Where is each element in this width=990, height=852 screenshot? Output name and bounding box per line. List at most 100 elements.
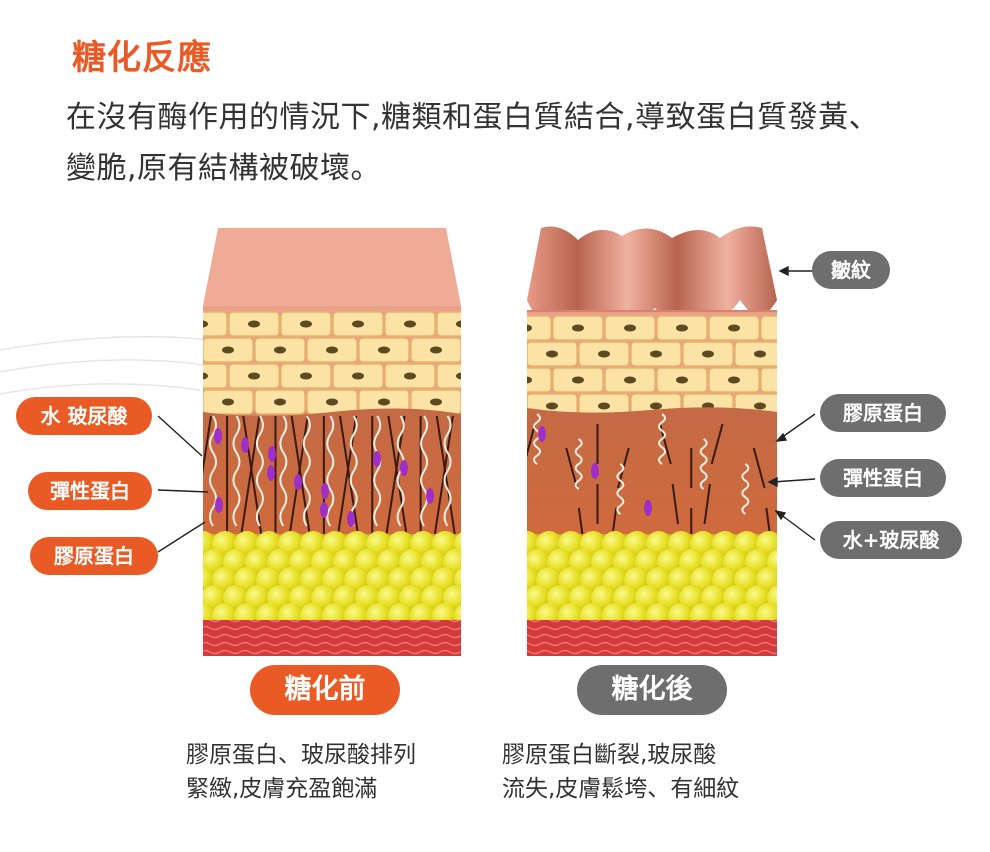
cell-nucleus xyxy=(203,372,208,380)
collagen-fiber xyxy=(387,415,408,535)
right-pointer-arrows xyxy=(767,265,816,541)
elastin-fiber xyxy=(533,413,541,465)
cell-nucleus xyxy=(274,346,286,354)
elastin-fiber xyxy=(302,415,311,527)
cell-nucleus xyxy=(572,324,584,332)
cell-nucleus xyxy=(430,398,442,406)
collagen-fibers xyxy=(203,415,456,535)
hyaluronic-acid-molecule xyxy=(644,500,652,516)
broken-collagen-fiber xyxy=(752,447,766,489)
fat-cells xyxy=(203,531,461,629)
cell-nucleus xyxy=(572,376,584,384)
wrinkled-surface xyxy=(527,226,777,325)
cell-nucleus xyxy=(203,320,208,328)
elastin-fiber xyxy=(349,415,358,527)
hyaluronic-acid-molecule xyxy=(321,483,329,499)
elastin-fiber xyxy=(741,463,750,515)
epidermal-cell xyxy=(760,367,777,393)
cell-nucleus xyxy=(326,398,338,406)
label-elastin-after: 彈性蛋白 xyxy=(820,459,946,497)
cell-nucleus xyxy=(624,376,636,384)
cell-nucleus xyxy=(676,324,688,332)
cell-nucleus xyxy=(598,350,610,358)
cell-nucleus xyxy=(527,376,532,384)
skin-block-before xyxy=(203,228,461,656)
elastin-fiber xyxy=(255,415,264,527)
label-water-ha-after: 水+玻尿酸 xyxy=(820,521,962,559)
cell-nucleus xyxy=(430,346,442,354)
cell-nucleus xyxy=(456,320,461,328)
epidermal-cell xyxy=(527,315,552,341)
cell-nucleus xyxy=(456,372,461,380)
cell-nucleus xyxy=(300,372,312,380)
cell-nucleus xyxy=(624,324,636,332)
cell-nucleus xyxy=(546,402,558,410)
cell-nucleus xyxy=(222,346,234,354)
muscle-layer-after xyxy=(527,620,777,656)
cell-nucleus xyxy=(274,398,286,406)
hyaluronic-acid-molecule xyxy=(426,488,434,504)
collagen-fiber xyxy=(203,415,212,476)
elastin-fiber xyxy=(616,463,625,515)
before-caption: 膠原蛋白、玻尿酸排列 緊緻,皮膚充盈飽滿 xyxy=(186,738,416,806)
broken-collagen-fiber xyxy=(710,423,724,465)
elastin-fiber xyxy=(699,438,708,490)
cell-nucleus xyxy=(598,402,610,410)
elastin-fiber xyxy=(420,415,429,527)
elastin-fiber xyxy=(574,438,583,490)
cell-nucleus xyxy=(754,402,766,410)
decorative-curves xyxy=(0,335,211,395)
broken-collagen-fiber xyxy=(527,423,536,458)
cell-nucleus xyxy=(754,350,766,358)
label-collagen: 膠原蛋白 xyxy=(30,537,158,575)
cell-nucleus xyxy=(404,372,416,380)
collagen-fiber xyxy=(290,415,311,535)
hyaluronic-acid-molecule xyxy=(591,463,599,479)
broken-collagen-fiber xyxy=(703,483,711,525)
collagen-fiber xyxy=(433,415,454,535)
epidermal-cell xyxy=(203,363,228,389)
epidermal-cell xyxy=(436,311,461,337)
cell-nucleus xyxy=(546,350,558,358)
after-glycation-badge: 糖化後 xyxy=(577,665,727,715)
cell-nucleus xyxy=(326,346,338,354)
elastin-fiber xyxy=(443,415,452,527)
dermis-layer xyxy=(203,408,461,534)
label-collagen-after: 膠原蛋白 xyxy=(820,394,946,432)
cell-nucleus xyxy=(248,320,260,328)
hyaluronic-acid-molecule xyxy=(214,428,222,444)
hyaluronic-acid-molecule xyxy=(373,451,381,467)
fat-cells-after xyxy=(527,531,777,629)
elastin-fiber xyxy=(326,415,335,527)
epidermal-cell xyxy=(527,367,552,393)
cell-nucleus xyxy=(728,324,740,332)
broken-collagen-fiber xyxy=(671,483,679,525)
hyaluronic-acid-molecule xyxy=(400,460,408,476)
elastin-fiber xyxy=(232,415,241,527)
before-caption-line2: 緊緻,皮膚充盈飽滿 xyxy=(186,776,378,802)
cell-nucleus xyxy=(527,324,532,332)
cell-nucleus xyxy=(222,398,234,406)
cell-nucleus xyxy=(728,376,740,384)
cell-nucleus xyxy=(378,346,390,354)
hyaluronic-acid-molecule xyxy=(347,511,355,527)
cell-nucleus xyxy=(650,402,662,410)
after-caption: 膠原蛋白斷裂,玻尿酸 流失,皮膚鬆垮、有細紋 xyxy=(502,738,739,806)
cell-nucleus xyxy=(352,320,364,328)
cell-nucleus xyxy=(378,398,390,406)
cell-nucleus xyxy=(702,350,714,358)
after-caption-line2: 流失,皮膚鬆垮、有細紋 xyxy=(502,776,740,802)
cell-nucleus xyxy=(676,376,688,384)
elastin-fiber xyxy=(373,415,382,527)
hyaluronic-acid-molecule xyxy=(215,497,223,513)
collagen-fiber xyxy=(339,415,359,535)
epidermal-cell xyxy=(203,311,228,337)
before-glycation-badge: 糖化前 xyxy=(250,665,400,715)
cell-nucleus xyxy=(248,372,260,380)
cell-nucleus xyxy=(404,320,416,328)
elastin-fiber xyxy=(279,415,288,527)
collagen-fiber xyxy=(385,415,406,535)
before-caption-line1: 膠原蛋白、玻尿酸排列 xyxy=(186,742,416,768)
cell-nucleus xyxy=(780,377,792,384)
